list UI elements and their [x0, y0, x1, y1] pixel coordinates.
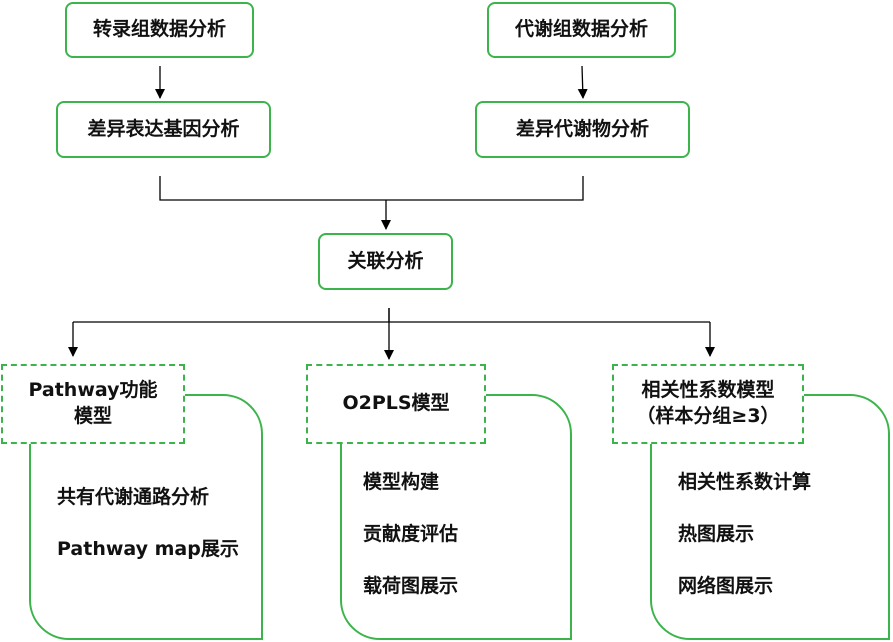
pathway-item: Pathway map展示	[57, 538, 239, 560]
pathway-title-box: Pathway功能 模型	[1, 364, 185, 444]
correlation-title-box: 相关性系数模型 （样本分组≥3）	[612, 364, 804, 444]
correlation-item: 相关性系数计算	[678, 471, 812, 493]
o2pls-item: 载荷图展示	[363, 575, 459, 597]
deg-label: 差异表达基因分析	[87, 117, 240, 140]
correlation-item: 热图展示	[678, 523, 755, 545]
transcriptome-box: 转录组数据分析	[65, 2, 254, 58]
o2pls-item: 贡献度评估	[363, 523, 459, 545]
association-box: 关联分析	[318, 233, 453, 290]
o2pls-title: O2PLS模型	[342, 392, 450, 415]
pathway-title-line1: Pathway功能	[28, 379, 158, 402]
o2pls-item: 模型构建	[363, 471, 440, 493]
correlation-title-line1: 相关性系数模型	[641, 379, 775, 402]
metabolome-label: 代谢组数据分析	[514, 18, 648, 41]
merge-line	[159, 176, 584, 201]
correlation-item: 网络图展示	[678, 575, 774, 597]
metabolome-box: 代谢组数据分析	[487, 2, 676, 58]
deg-box: 差异表达基因分析	[56, 101, 271, 158]
pathway-item: 共有代谢通路分析	[57, 486, 210, 508]
o2pls-title-box: O2PLS模型	[306, 364, 486, 444]
dem-label: 差异代谢物分析	[515, 117, 649, 140]
association-label: 关联分析	[347, 249, 424, 272]
correlation-title-line2: （样本分组≥3）	[636, 405, 780, 427]
dem-box: 差异代谢物分析	[475, 101, 690, 158]
pathway-title-line2: 模型	[73, 405, 112, 427]
arrow-metabolome-to-dem	[577, 65, 588, 99]
transcriptome-label: 转录组数据分析	[92, 18, 226, 41]
